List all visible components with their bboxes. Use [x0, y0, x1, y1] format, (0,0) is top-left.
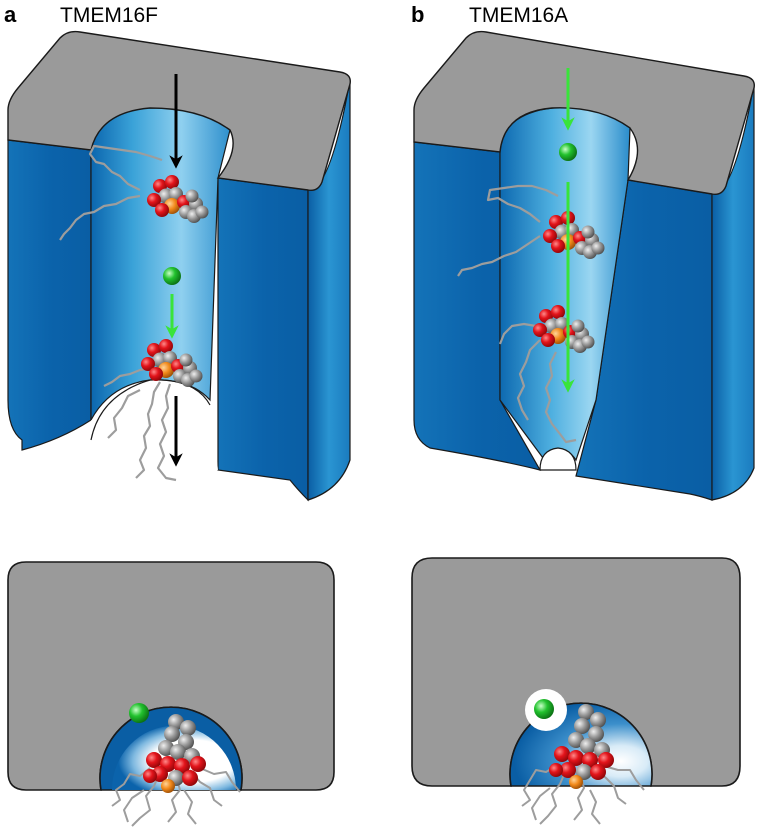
- panel-a-title: TMEM16F: [60, 4, 158, 27]
- tmem16f-ion: [163, 267, 181, 285]
- tmem16f-lipid-tails: [59, 144, 177, 482]
- tmem16a-ion: [559, 143, 577, 161]
- tmem16a-membrane-block: [413, 30, 755, 501]
- tmem16f-top-face: [7, 30, 351, 192]
- tmem16a-top-view: [411, 557, 741, 787]
- tmem16f-membrane-block: [7, 30, 351, 502]
- tmem16f-top-ion: [129, 703, 149, 723]
- tmem16a-lipid-tails: [457, 184, 577, 444]
- tmem16a-top-lipids: [521, 704, 645, 825]
- panel-b-title: TMEM16A: [469, 4, 568, 27]
- tmem16a-top-ion: [534, 699, 554, 719]
- tmem16a-top-face: [413, 30, 755, 196]
- panel-b-letter: b: [411, 2, 424, 27]
- tmem16f-top-lipids: [111, 714, 241, 827]
- tmem16f-top-view: [7, 561, 335, 791]
- panel-a-letter: a: [4, 2, 17, 27]
